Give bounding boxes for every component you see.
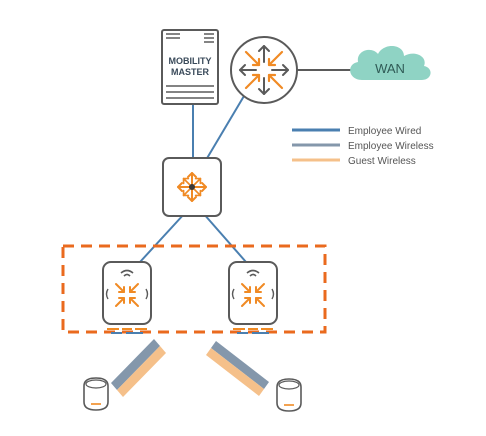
legend: Employee Wired Employee Wireless Guest W… — [292, 126, 434, 167]
client-device-right — [276, 378, 302, 412]
router-device — [230, 36, 298, 104]
wifi-icon — [246, 269, 260, 277]
legend-label-employee-wired: Employee Wired — [348, 126, 421, 137]
wifi-icon — [120, 269, 134, 277]
legend-label-employee-wireless: Employee Wireless — [348, 141, 434, 152]
wan-cloud: WAN — [350, 45, 431, 80]
mobility-master-label-2: MASTER — [171, 67, 210, 77]
wireless-beam-right — [206, 341, 269, 396]
wired-links — [139, 95, 247, 263]
client-device-left — [83, 377, 109, 411]
link-switch-to-ap-left — [139, 212, 186, 263]
wan-label: WAN — [375, 61, 405, 76]
router-arrows-icon — [239, 45, 289, 95]
access-point-group-boundary — [61, 244, 327, 334]
ap-right-arrows-icon — [241, 283, 265, 307]
access-point-right — [228, 261, 278, 334]
legend-label-guest-wireless: Guest Wireless — [348, 156, 416, 167]
switch-device — [162, 157, 222, 217]
switch-arrows-icon — [174, 169, 210, 205]
link-router-to-switch — [202, 95, 245, 166]
access-point-left — [102, 261, 152, 334]
ap-left-arrows-icon — [115, 283, 139, 307]
mobility-master-device: MOBILITY MASTER — [161, 29, 219, 105]
link-switch-to-ap-right — [202, 212, 247, 263]
wireless-beam-left — [111, 339, 166, 397]
mobility-master-label-1: MOBILITY — [169, 56, 212, 66]
